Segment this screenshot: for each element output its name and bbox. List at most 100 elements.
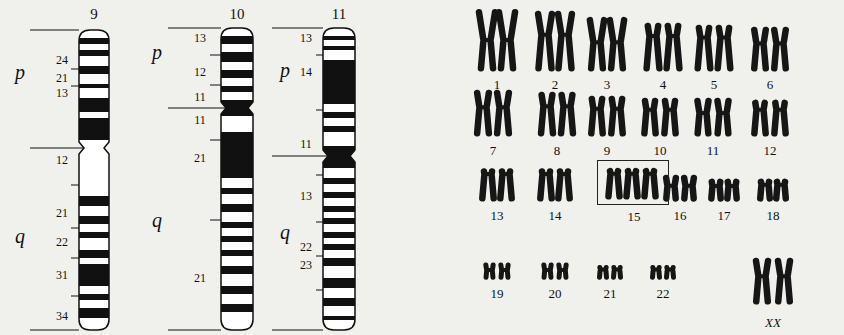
band bbox=[221, 36, 253, 44]
band bbox=[79, 84, 109, 88]
chromosome bbox=[643, 22, 663, 72]
band bbox=[323, 178, 355, 184]
band-number: 31 bbox=[56, 269, 68, 281]
band bbox=[323, 298, 355, 306]
chromosome bbox=[714, 24, 734, 72]
karyotype-number: 9 bbox=[604, 144, 611, 157]
chromosome bbox=[606, 16, 628, 71]
chromosome bbox=[664, 265, 676, 280]
chromosome bbox=[605, 167, 623, 199]
chromosome bbox=[541, 262, 554, 280]
karyotype-number: 2 bbox=[552, 78, 559, 91]
chromosome bbox=[773, 178, 790, 202]
band-number: 24 bbox=[56, 54, 68, 66]
band-tick bbox=[210, 55, 221, 56]
chromosome bbox=[774, 257, 793, 305]
band-number: 22 bbox=[300, 241, 312, 253]
karyotype-number: 6 bbox=[767, 78, 774, 91]
band bbox=[323, 192, 355, 198]
chromosome bbox=[771, 99, 789, 137]
chromosome bbox=[694, 24, 714, 72]
band bbox=[79, 294, 109, 300]
band-number: 14 bbox=[300, 66, 312, 78]
chromosome-number: 10 bbox=[230, 7, 245, 22]
band-tick bbox=[210, 85, 221, 86]
chromosome bbox=[771, 26, 790, 72]
band bbox=[323, 278, 355, 288]
arm-line bbox=[272, 329, 323, 330]
arm-line bbox=[30, 147, 84, 148]
chromosome bbox=[493, 89, 512, 137]
band-number: 13 bbox=[56, 87, 68, 99]
chromosome bbox=[558, 91, 577, 137]
band-number: 13 bbox=[194, 32, 206, 44]
ideogram bbox=[168, 28, 253, 330]
arm-line bbox=[168, 329, 221, 330]
band-number: 22 bbox=[56, 236, 68, 248]
band bbox=[79, 232, 109, 238]
band bbox=[79, 196, 109, 206]
band-number: 11 bbox=[194, 114, 206, 126]
karyotype-number: 15 bbox=[628, 210, 641, 223]
karyotype-number: 21 bbox=[604, 287, 617, 300]
band-number: 21 bbox=[194, 152, 206, 164]
chromosome bbox=[498, 262, 511, 280]
band bbox=[221, 52, 253, 62]
karyotype-number: 19 bbox=[491, 287, 504, 300]
arm-label: p bbox=[280, 60, 290, 80]
chromosome bbox=[556, 262, 569, 280]
ideogram bbox=[30, 30, 109, 330]
band-number: 21 bbox=[194, 272, 206, 284]
chromosome bbox=[537, 168, 555, 202]
band bbox=[79, 66, 109, 74]
band bbox=[323, 232, 355, 238]
band-number: 21 bbox=[56, 72, 68, 84]
chromosome bbox=[586, 16, 608, 71]
chromosome bbox=[694, 97, 712, 137]
arm-line bbox=[272, 27, 323, 28]
band-number: 13 bbox=[300, 190, 312, 202]
band-tick bbox=[71, 69, 79, 70]
chromosome bbox=[611, 265, 623, 280]
band bbox=[221, 304, 253, 312]
chromosome bbox=[724, 178, 740, 202]
chromosome bbox=[608, 95, 626, 137]
band-number: 11 bbox=[194, 91, 206, 103]
band bbox=[221, 250, 253, 256]
band bbox=[323, 258, 355, 266]
arm-label: q bbox=[152, 210, 162, 230]
band-number: 23 bbox=[300, 259, 312, 271]
chromosome bbox=[483, 262, 496, 280]
band bbox=[79, 264, 109, 286]
band bbox=[79, 250, 109, 258]
karyotype-number: XX bbox=[765, 316, 781, 329]
karyotype-number: 17 bbox=[718, 209, 731, 222]
chromosome bbox=[662, 174, 679, 202]
band bbox=[221, 188, 253, 194]
karyotype-number: 12 bbox=[764, 144, 777, 157]
band-tick bbox=[316, 222, 323, 223]
chromosome bbox=[534, 10, 555, 71]
band bbox=[221, 266, 253, 274]
karyotype-number: 4 bbox=[660, 78, 667, 91]
band-tick bbox=[71, 228, 79, 229]
chromosome bbox=[752, 257, 771, 305]
band bbox=[323, 316, 355, 320]
band-number: 21 bbox=[56, 207, 68, 219]
band bbox=[323, 36, 355, 40]
band-tick bbox=[316, 256, 323, 257]
chromosome bbox=[473, 89, 492, 137]
band-tick bbox=[316, 290, 323, 291]
arm-label: p bbox=[152, 42, 162, 62]
band-tick bbox=[71, 296, 79, 297]
band bbox=[79, 38, 109, 44]
arm-label: q bbox=[15, 226, 25, 246]
band-number: 11 bbox=[300, 138, 312, 150]
chromosome bbox=[641, 97, 659, 137]
trisomy-box: 15 bbox=[597, 160, 669, 205]
karyotype-number: 16 bbox=[674, 209, 687, 222]
karyotype-number: 8 bbox=[554, 144, 561, 157]
chromosome bbox=[751, 99, 769, 137]
